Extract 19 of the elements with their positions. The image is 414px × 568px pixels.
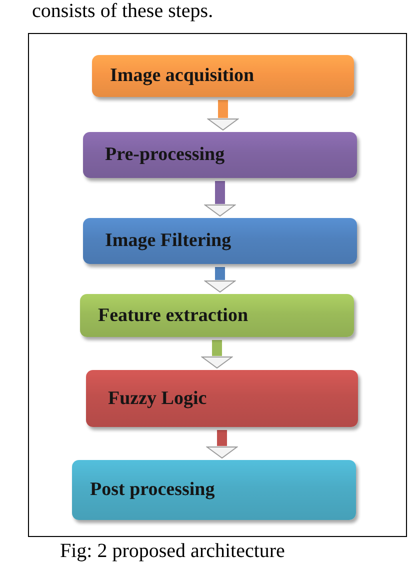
step-label: Image acquisition bbox=[110, 65, 254, 87]
arrow bbox=[204, 181, 236, 216]
step-label: Image Filtering bbox=[105, 230, 232, 252]
process-box bbox=[83, 218, 357, 264]
arrow bbox=[204, 267, 236, 292]
body-text: consists of these steps. bbox=[32, 0, 214, 23]
arrow bbox=[208, 100, 238, 130]
process-box bbox=[83, 132, 357, 178]
process-box bbox=[72, 460, 356, 520]
figure-caption: Fig: 2 proposed architecture bbox=[60, 540, 285, 563]
step-label: Post processing bbox=[90, 479, 215, 501]
step-label: Fuzzy Logic bbox=[108, 388, 207, 410]
step-label: Pre-processing bbox=[105, 144, 225, 166]
arrow bbox=[202, 340, 232, 368]
arrow bbox=[206, 430, 238, 458]
process-box bbox=[86, 370, 358, 427]
process-box bbox=[92, 55, 354, 97]
process-box bbox=[80, 294, 354, 337]
step-label: Feature extraction bbox=[98, 304, 248, 326]
